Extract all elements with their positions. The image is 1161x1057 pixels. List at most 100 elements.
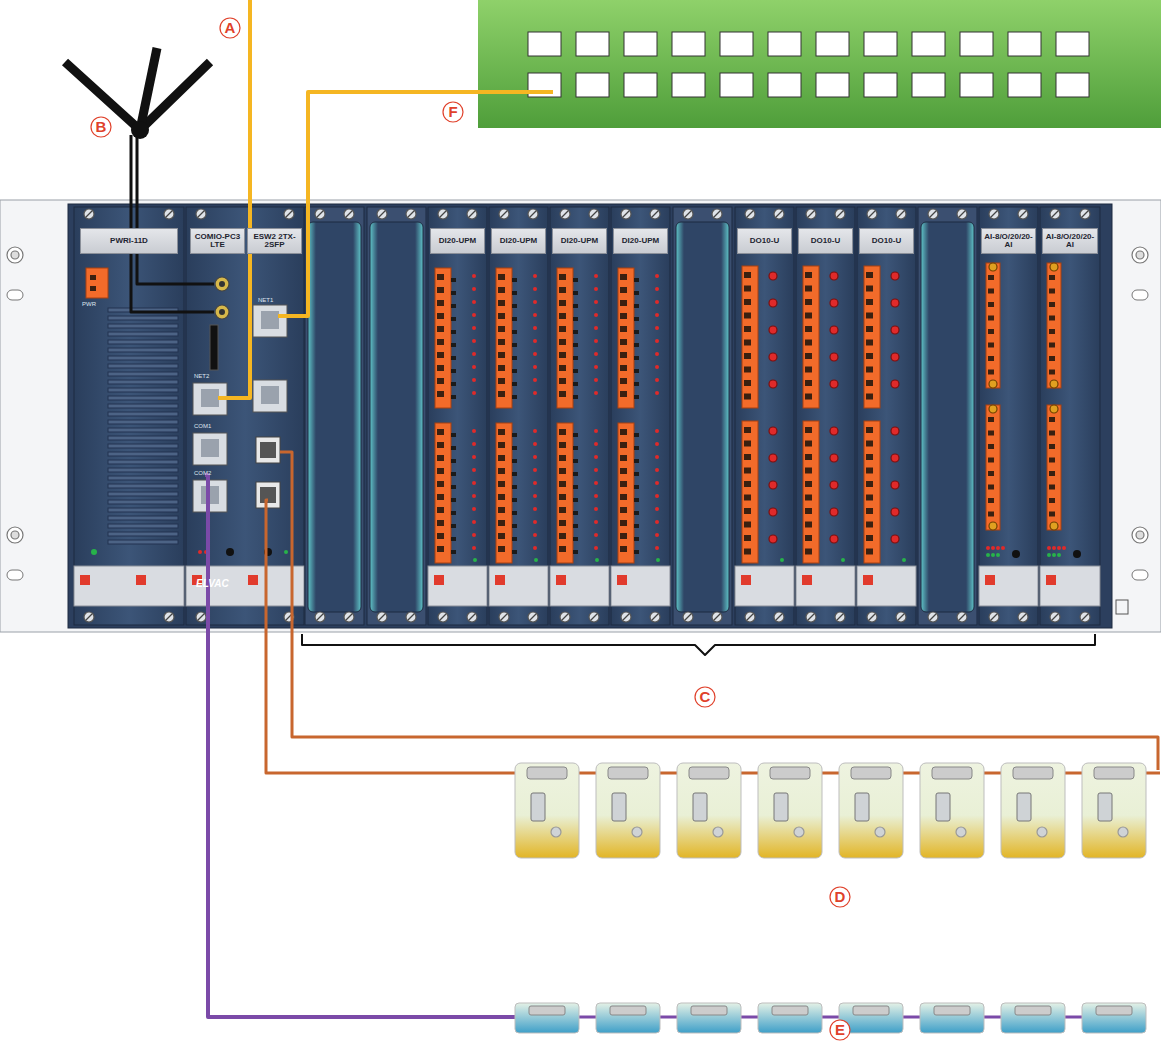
- terminal-screw: [744, 427, 751, 433]
- sma-connector: [215, 305, 229, 319]
- terminal-block: [803, 421, 819, 563]
- screw-slot: [469, 614, 475, 620]
- terminal-latch: [451, 485, 456, 489]
- terminal-pin: [1049, 302, 1055, 307]
- terminal-screw: [559, 455, 566, 461]
- blank-module: [305, 207, 364, 625]
- terminal-screw: [498, 352, 505, 358]
- screw-slot: [408, 614, 414, 620]
- relay-led: [891, 454, 899, 462]
- status-led: [472, 468, 476, 472]
- terminal-pin: [1049, 343, 1055, 348]
- terminal-latch: [573, 291, 578, 295]
- heatsink-fin: [108, 540, 178, 544]
- switch-port: [624, 73, 657, 97]
- status-led: [594, 455, 598, 459]
- terminal-screw: [805, 441, 812, 447]
- terminal-latch: [573, 356, 578, 360]
- screw: [528, 612, 538, 622]
- switch-port: [1056, 32, 1089, 56]
- terminal-screw: [498, 378, 505, 384]
- screw-slot: [837, 614, 843, 620]
- status-led: [594, 339, 598, 343]
- status-led: [472, 455, 476, 459]
- status-led: [986, 546, 990, 550]
- status-led: [1047, 546, 1051, 550]
- terminal-screw: [559, 313, 566, 319]
- terminal-latch: [573, 485, 578, 489]
- module-label: DO10-U: [798, 228, 853, 254]
- heatsink-fin: [108, 484, 178, 488]
- module-label: DI20-UPM: [491, 228, 546, 254]
- switch-port: [624, 32, 657, 56]
- terminal-screw: [559, 326, 566, 332]
- terminal-screw: [498, 391, 505, 397]
- terminal-screw: [498, 494, 505, 500]
- status-led: [472, 365, 476, 369]
- terminal-latch: [512, 395, 517, 399]
- terminal-pin: [1049, 329, 1055, 334]
- screw-slot: [86, 614, 92, 620]
- status-led: [533, 507, 537, 511]
- heatsink-fin: [108, 404, 178, 408]
- terminal-latch: [573, 317, 578, 321]
- status-led: [533, 533, 537, 537]
- terminal-screw: [620, 429, 627, 435]
- terminal-latch: [451, 369, 456, 373]
- terminal-screw: [866, 380, 873, 386]
- terminal-latch: [512, 317, 517, 321]
- screw-slot: [869, 614, 875, 620]
- status-led: [594, 429, 598, 433]
- screw: [196, 209, 206, 219]
- screw-slot: [562, 614, 568, 620]
- status-led: [1001, 546, 1005, 550]
- screw-slot: [530, 614, 536, 620]
- screw: [438, 209, 448, 219]
- terminal-screw: [744, 481, 751, 487]
- terminal-screw: [866, 313, 873, 319]
- terminal-screw: [805, 508, 812, 514]
- device-front: [693, 793, 707, 821]
- status-led: [1057, 546, 1061, 550]
- relay-led: [769, 326, 777, 334]
- status-led: [655, 378, 659, 382]
- screw-slot: [808, 614, 814, 620]
- terminal-screw: [620, 339, 627, 345]
- status-led: [533, 287, 537, 291]
- blank-cover: [308, 222, 361, 612]
- terminal-latch: [573, 382, 578, 386]
- terminal-screw: [437, 313, 444, 319]
- screw-slot: [379, 211, 385, 217]
- heatsink-fin: [108, 340, 178, 344]
- terminal-latch: [634, 317, 639, 321]
- heatsink-fin: [108, 516, 178, 520]
- screw: [499, 612, 509, 622]
- logo-mark: [248, 575, 258, 585]
- terminal-block: [496, 423, 512, 563]
- status-led: [533, 442, 537, 446]
- screw-slot: [869, 211, 875, 217]
- terminal-screw: [498, 468, 505, 474]
- status-led: [472, 313, 476, 317]
- switch-port: [864, 32, 897, 56]
- heatsink-fin: [108, 332, 178, 336]
- status-led: [472, 378, 476, 382]
- terminal-screw: [620, 352, 627, 358]
- switch-port: [720, 73, 753, 97]
- callout-letter: B: [90, 116, 112, 138]
- status-led: [533, 481, 537, 485]
- terminal-block: [557, 423, 573, 563]
- bus-device: [596, 1003, 660, 1033]
- terminal-screw: [744, 441, 751, 447]
- module-name: DO10-U: [750, 237, 779, 245]
- terminal-latch: [512, 278, 517, 282]
- status-led: [996, 553, 1000, 557]
- screw-slot: [166, 211, 172, 217]
- module-footer: [428, 566, 487, 606]
- status-led: [533, 429, 537, 433]
- screw: [560, 612, 570, 622]
- terminal-screw: [620, 300, 627, 306]
- screw: [1050, 612, 1060, 622]
- terminal-latch: [634, 459, 639, 463]
- rack-frame: [0, 200, 1161, 632]
